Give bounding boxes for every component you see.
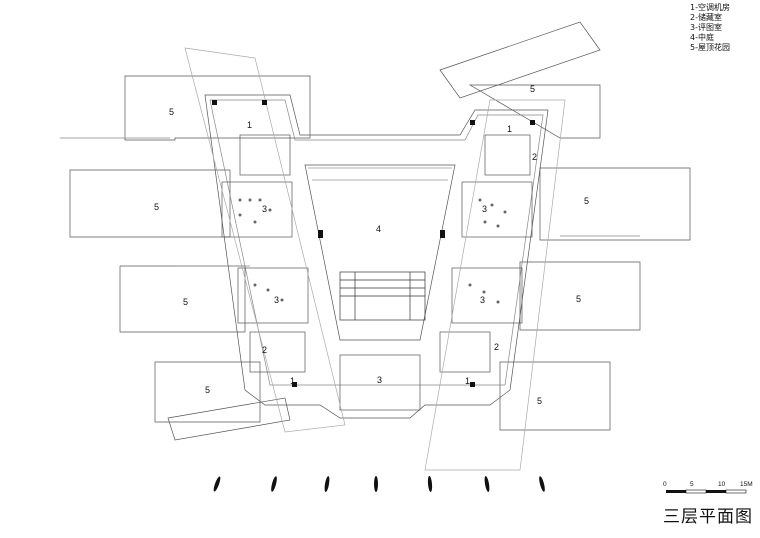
- legend: 1-空调机房 2-储藏室 3-评图室 4-中庭 5-屋顶花园: [690, 3, 730, 53]
- room-label: 3: [480, 295, 485, 305]
- service-core: [239, 134, 291, 176]
- service-core: [249, 331, 306, 373]
- room-label: 3: [262, 204, 267, 214]
- room-label: 2: [262, 345, 267, 355]
- service-core: [439, 331, 491, 373]
- room-label: 1: [247, 120, 252, 130]
- room-label: 5: [205, 385, 210, 395]
- roof-garden-slab: [499, 361, 611, 431]
- room-label: 5: [530, 84, 535, 94]
- service-core: [484, 134, 531, 176]
- scale-tick: 10: [718, 481, 726, 488]
- roof-garden-slab: [124, 75, 311, 141]
- room-label: 1: [507, 124, 512, 134]
- room-label: 1: [290, 376, 295, 386]
- review-room: [221, 181, 293, 238]
- room-label: 3: [377, 375, 382, 385]
- site-markers: [213, 476, 545, 492]
- scale-tick: 15M: [740, 481, 753, 488]
- roof-garden-slab: [69, 169, 231, 238]
- legend-item: 5-屋顶花园: [690, 43, 730, 52]
- room-label: 5: [537, 396, 542, 406]
- review-room: [451, 267, 523, 324]
- room-labels: 1 1 1 1 2 2 2 3 3 3 3 3 4 5 5 5 5 5 5 5 …: [154, 84, 589, 406]
- roof-wing-top-right: [439, 21, 601, 99]
- atrium: [304, 164, 456, 341]
- scale-tick: 5: [690, 481, 694, 488]
- room-label: 3: [274, 295, 279, 305]
- review-room: [339, 354, 421, 411]
- scale-bar: 0 5 10 15M: [663, 481, 753, 494]
- roof-garden-slab: [539, 167, 691, 241]
- room-label: 5: [169, 107, 174, 117]
- room-label: 4: [376, 224, 381, 234]
- drawing-title: 三层平面图: [663, 507, 753, 527]
- room-label: 2: [532, 152, 537, 162]
- review-room: [237, 267, 309, 324]
- room-label: 5: [154, 202, 159, 212]
- review-room: [461, 181, 533, 238]
- room-label: 5: [576, 294, 581, 304]
- scale-tick: 0: [663, 481, 667, 488]
- legend-item: 1-空调机房: [690, 3, 730, 12]
- room-label: 3: [482, 204, 487, 214]
- roof-wing-bottom-left: [167, 397, 291, 441]
- room-label: 2: [494, 342, 499, 352]
- legend-item: 2-储藏室: [690, 13, 722, 22]
- roof-garden-slab: [519, 261, 641, 331]
- building-outline: [204, 94, 549, 419]
- room-label: 1: [465, 376, 470, 386]
- roof-garden-slab: [154, 361, 261, 423]
- room-label: 5: [584, 196, 589, 206]
- room-label: 5: [183, 297, 188, 307]
- legend-item: 4-中庭: [690, 33, 714, 42]
- legend-item: 3-评图室: [690, 23, 722, 32]
